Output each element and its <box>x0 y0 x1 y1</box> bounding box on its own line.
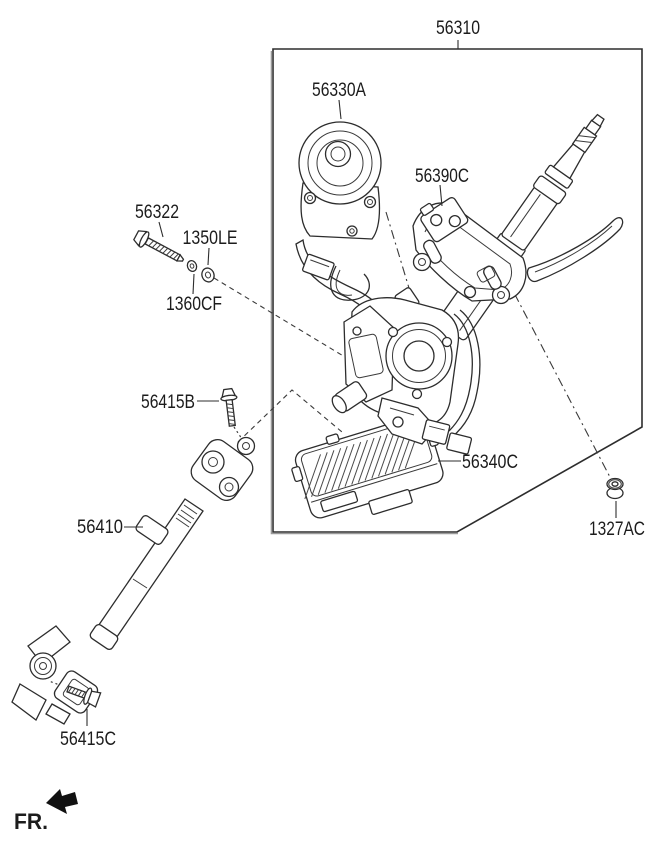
part-label-56322: 56322 <box>135 202 179 223</box>
bolt-56415C <box>66 685 102 708</box>
part-label-56410: 56410 <box>77 517 123 538</box>
fr-label: FR. <box>14 809 48 834</box>
part-label-56415B: 56415B <box>141 392 195 413</box>
intermediate-shaft-drawing <box>11 436 256 725</box>
leader-56322 <box>158 221 164 238</box>
ujoint-to-ecu-dash-line <box>237 389 343 443</box>
shaft-collar <box>135 515 169 545</box>
bolt-56415B-dotted-line <box>233 426 243 440</box>
part-label-56415C: 56415C <box>60 729 116 750</box>
part-label-56330A: 56330A <box>312 80 366 101</box>
washer-1360CF <box>186 259 198 273</box>
sensor-block <box>419 197 469 243</box>
motor-drawing <box>295 121 390 329</box>
part-label-1327AC: 1327AC <box>589 519 645 540</box>
leader-56330A <box>338 99 342 120</box>
harness-connector-2 <box>446 432 473 455</box>
assembly-outline-box <box>270 48 643 535</box>
motor-to-housing-dash-line <box>385 211 413 299</box>
part-label-1350LE: 1350LE <box>183 228 238 249</box>
labels: 56310 56330A 56390C 56322 1350LE 1360CF … <box>60 18 645 750</box>
leader-1360CF <box>192 273 195 295</box>
nut-1327AC <box>606 477 624 500</box>
washer-1350LE <box>201 267 215 283</box>
housing-harness <box>448 313 473 432</box>
fr-arrow-icon <box>46 789 78 814</box>
gear-housing-drawing <box>331 297 481 455</box>
part-label-1360CF: 1360CF <box>166 294 222 315</box>
part-label-56390C: 56390C <box>415 166 469 187</box>
bolt-56415B <box>220 387 238 427</box>
bolt-56415C-dotted-line <box>48 680 63 687</box>
motor-wire-loop <box>330 265 370 301</box>
column-drawing <box>394 113 624 341</box>
alignment-lines <box>48 211 613 687</box>
washer-to-housing-dash-line <box>213 277 346 358</box>
direction-indicator: FR. <box>14 789 78 834</box>
part-label-56340C: 56340C <box>462 452 518 473</box>
fasteners <box>66 230 624 708</box>
column-to-nut-dash-line <box>496 259 613 482</box>
leader-1350LE <box>207 247 210 266</box>
motor-connector <box>302 253 335 281</box>
leader-56390C <box>439 184 443 207</box>
ecu-drawing <box>291 414 444 519</box>
harness-connector <box>421 419 451 445</box>
bolt-56322 <box>133 230 185 262</box>
part-label-56310: 56310 <box>436 18 480 39</box>
tilt-lever <box>526 217 624 283</box>
